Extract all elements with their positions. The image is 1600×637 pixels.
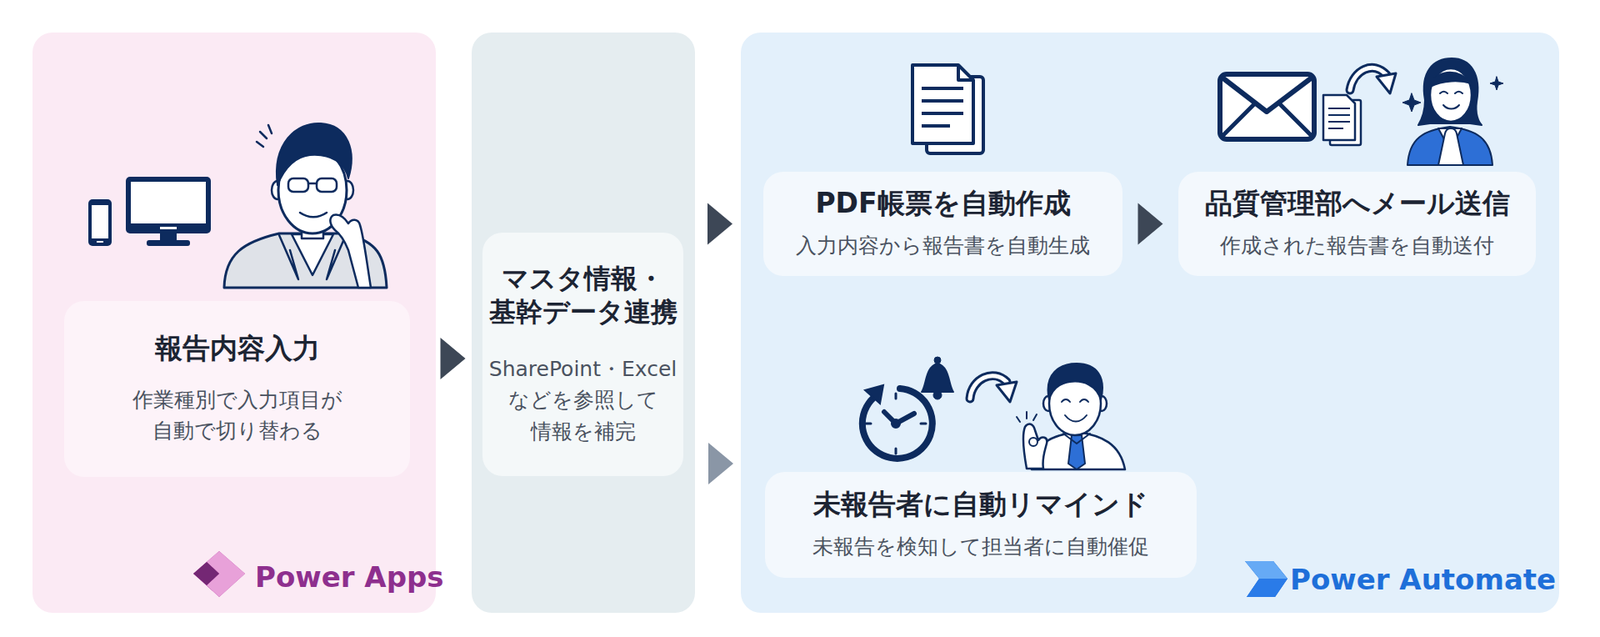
flow-arrow: [708, 442, 734, 485]
process-box: 品質管理部へメール送信作成された報告書を自動送付: [1178, 171, 1536, 276]
process-box: マスタ情報・ 基幹データ連携 SharePoint・Excel などを参照して 情…: [482, 232, 684, 476]
box-heading: 未報告者に自動リマインド: [813, 486, 1149, 521]
process-box: 報告内容入力作業種別で入力項目が 自動で切り替わる: [64, 300, 410, 477]
process-box: 未報告者に自動リマインド未報告を検知して担当者に自動催促: [765, 471, 1197, 578]
box-description: 作成された報告書を自動送付: [1220, 230, 1495, 262]
box-description: 未報告を検知して担当者に自動催促: [812, 530, 1150, 563]
app-panel: Power Apps報告内容入力作業種別で入力項目が 自動で切り替わる: [32, 32, 436, 613]
automation-panel: Power AutomatePDF帳票を自動作成入力内容から報告書を自動生成品質…: [740, 32, 1560, 613]
box-heading: PDF帳票を自動作成: [815, 185, 1070, 220]
flow-arrow: [707, 203, 733, 245]
product-label: Power Automate: [1290, 562, 1556, 596]
process-box: PDF帳票を自動作成入力内容から報告書を自動生成: [763, 171, 1123, 276]
box-heading: 品質管理部へメール送信: [1205, 185, 1510, 220]
flow-arrow: [440, 337, 466, 380]
box-description: SharePoint・Excel などを参照して 情報を補完: [482, 353, 684, 448]
box-heading: マスタ情報・ 基幹データ連携: [482, 261, 684, 329]
box-description: 入力内容から報告書を自動生成: [795, 230, 1090, 262]
box-description: 作業種別で入力項目が 自動で切り替わる: [70, 384, 404, 447]
box-heading: 報告内容入力: [155, 330, 320, 365]
product-label: Power Apps: [255, 560, 445, 594]
